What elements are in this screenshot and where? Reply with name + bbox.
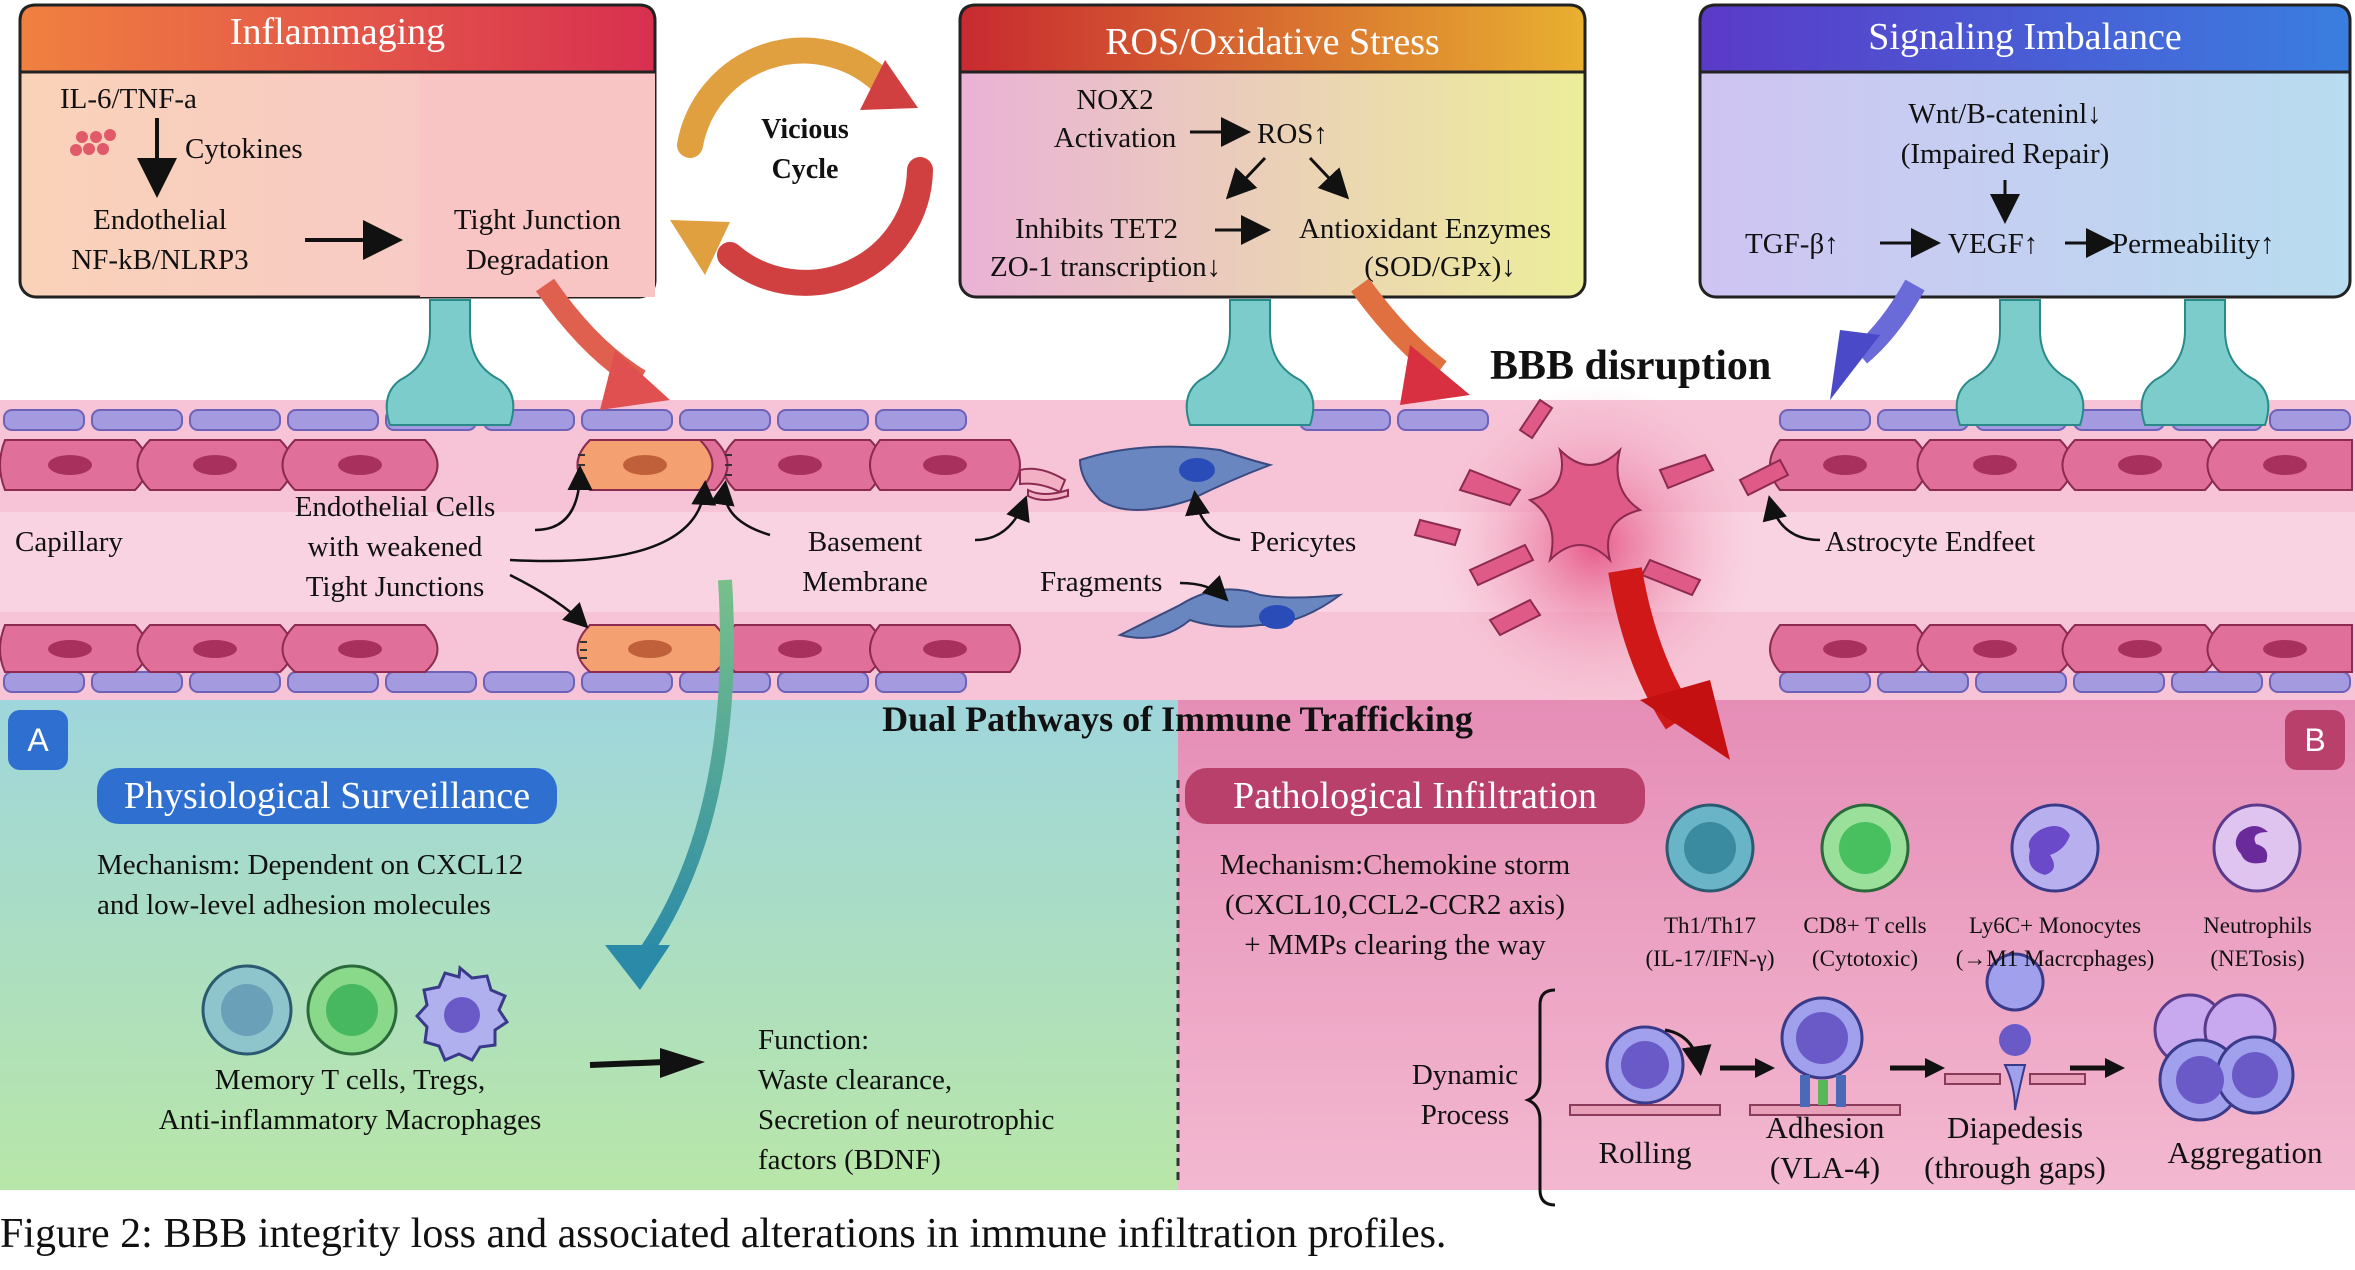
ros-title: ROS/Oxidative Stress <box>1105 21 1440 63</box>
sod-label: (SOD/GPx)↓ <box>1364 251 1516 283</box>
dynamic-process-graphics <box>1569 952 2295 1122</box>
adhesion-label: Adhesion <box>1765 1110 1885 1145</box>
nox2-label-2: Activation <box>1053 122 1177 154</box>
ros-label: ROS↑ <box>1257 118 1328 150</box>
panel-b-cells <box>1665 803 2302 893</box>
figure-caption: Figure 2: BBB integrity loss and associa… <box>0 1211 1447 1257</box>
dynamic-process-label-2: Process <box>1420 1099 1510 1131</box>
astrocyte-endfeet-label: Astrocyte Endfeet <box>1825 526 2036 558</box>
basement-membrane-label-2: Membrane <box>802 566 928 598</box>
bbb-disruption-label: BBB disruption <box>1490 343 1772 389</box>
panel-a-mechanism-2: and low-level adhesion molecules <box>97 889 491 921</box>
wnt-label: Wnt/B-cateninl↓ <box>1908 98 2102 130</box>
th1-th17-label: Th1/Th17 <box>1664 913 1756 938</box>
diapedesis-label: Diapedesis <box>1946 1110 2084 1145</box>
monocytes-label: Ly6C+ Monocytes <box>1968 913 2142 938</box>
aggregation-label: Aggregation <box>2167 1135 2323 1170</box>
signaling-title: Signaling Imbalance <box>1868 16 2182 58</box>
neutrophils-label: Neutrophils <box>2203 913 2312 938</box>
endothelial-label-2: NF-kB/NLRP3 <box>71 244 249 276</box>
function-label-2: Waste clearance, <box>758 1064 953 1096</box>
memory-t-cells-label-2: Anti-inflammatory Macrophages <box>158 1104 542 1136</box>
function-label-3: Secretion of neurotrophic <box>758 1104 1055 1136</box>
vla4-label: (VLA-4) <box>1769 1150 1881 1185</box>
pathological-infiltration-pill: Pathological Infiltration <box>1185 768 1645 824</box>
endothelial-label-1: Endothelial <box>93 204 227 236</box>
dual-pathways-title: Dual Pathways of Immune Trafficking <box>882 699 1473 739</box>
panel-b-badge: B <box>2285 710 2345 770</box>
nox2-label-1: NOX2 <box>1076 84 1154 116</box>
endothelial-cells-label-1: Endothelial Cells <box>294 491 496 523</box>
tight-junction-label-1: Tight Junction <box>453 204 622 236</box>
vegf-label: VEGF↑ <box>1948 228 2039 260</box>
tight-junction-label-2: Degradation <box>465 244 610 276</box>
cd8-sub: (Cytotoxic) <box>1811 946 1919 971</box>
endothelial-cells-label-2: with weakened <box>307 531 483 563</box>
panel-a-badge: A <box>8 710 68 770</box>
neutrophils-sub: (NETosis) <box>2210 946 2305 971</box>
physiological-surveillance-pill: Physiological Surveillance <box>97 768 557 824</box>
cytokines-label: Cytokines <box>185 133 303 165</box>
cd8-label: CD8+ T cells <box>1803 913 1927 938</box>
signaling-box <box>1698 3 2352 299</box>
rolling-label: Rolling <box>1598 1135 1692 1170</box>
permeability-label: Permeability↑ <box>2112 228 2275 260</box>
impaired-repair-label: (Impaired Repair) <box>1900 138 2110 170</box>
th1-th17-sub: (IL-17/IFN-γ) <box>1645 946 1775 971</box>
inhibits-tet2-label: Inhibits TET2 <box>1015 213 1178 245</box>
endothelial-cells-label-3: Tight Junctions <box>305 571 485 603</box>
capillary-label: Capillary <box>15 526 123 558</box>
zo1-label: ZO-1 transcription↓ <box>990 251 1222 283</box>
antioxidant-label: Antioxidant Enzymes <box>1298 213 1552 245</box>
fragments-label: Fragments <box>1040 566 1163 598</box>
ros-box <box>958 3 1587 299</box>
through-gaps-label: (through gaps) <box>1924 1150 2106 1185</box>
inflammaging-box <box>18 3 657 299</box>
panel-b-mechanism-2: (CXCL10,CCL2-CCR2 axis) <box>1225 889 1565 921</box>
inflammaging-title: Inflammaging <box>229 11 446 53</box>
panel-b-mechanism-1: Mechanism:Chemokine storm <box>1219 849 1571 881</box>
panel-b-mechanism-3: + MMPs clearing the way <box>1244 929 1546 961</box>
panel-a-mechanism-1: Mechanism: Dependent on CXCL12 <box>97 849 524 881</box>
monocytes-sub: (→M1 Macrcphages) <box>1955 946 2155 971</box>
dynamic-process-label-1: Dynamic <box>1411 1059 1519 1091</box>
basement-membrane-label-1: Basement <box>807 526 923 558</box>
vicious-cycle-label-1: Vicious <box>761 114 849 145</box>
pericytes-label: Pericytes <box>1250 526 1357 558</box>
function-label-4: factors (BDNF) <box>758 1144 941 1176</box>
vicious-cycle-label-2: Cycle <box>771 154 839 185</box>
panel-a-cells <box>201 964 510 1062</box>
tgf-label: TGF-β↑ <box>1745 228 1839 260</box>
function-label-1: Function: <box>758 1024 870 1056</box>
il6-label: IL-6/TNF-a <box>60 83 197 115</box>
memory-t-cells-label-1: Memory T cells, Tregs, <box>214 1064 486 1096</box>
